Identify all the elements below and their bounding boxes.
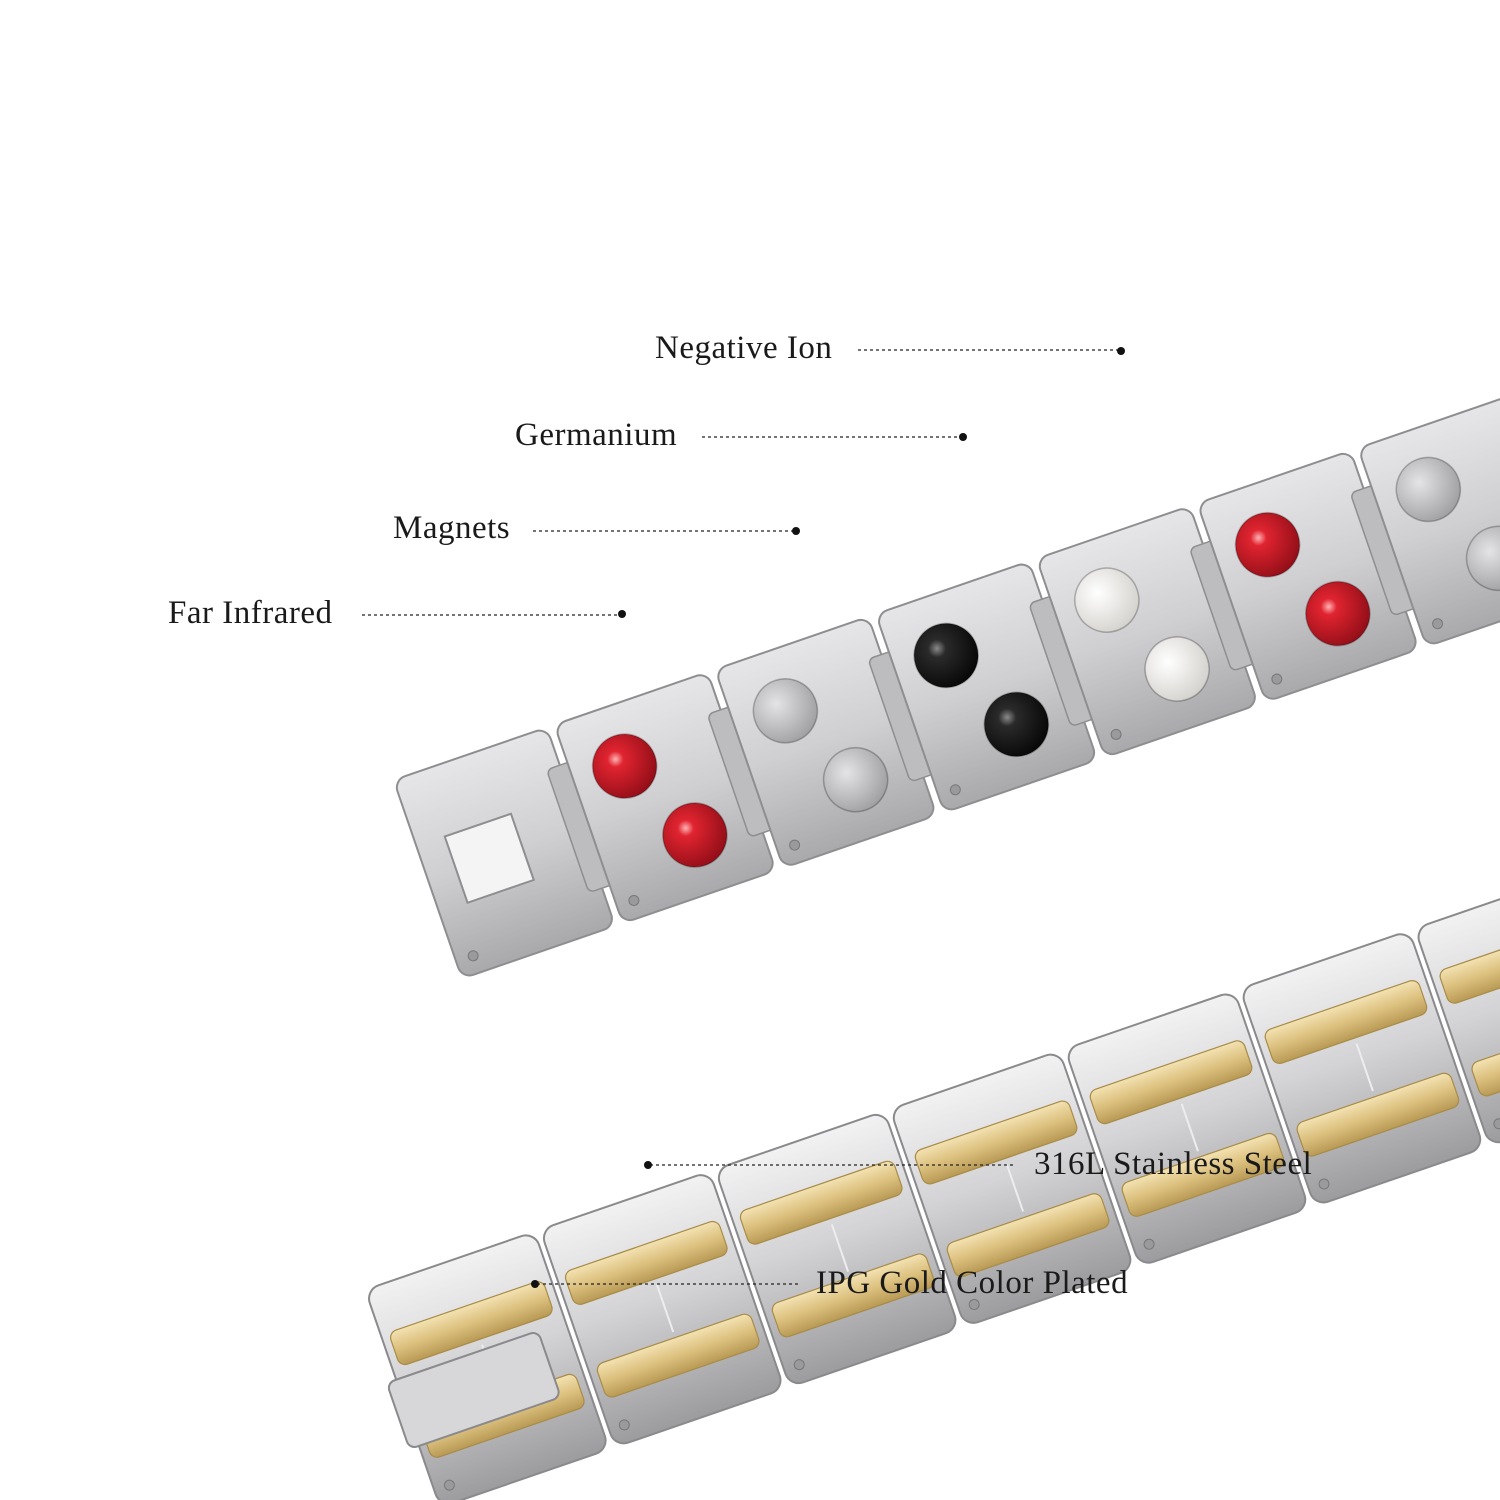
gold-stripe — [1264, 980, 1428, 1064]
pin — [1318, 1178, 1330, 1190]
far-infrared-stone — [1305, 580, 1371, 647]
label-gold-plated: IPG Gold Color Plated — [816, 1265, 1129, 1301]
far-infrared-stone — [662, 802, 728, 868]
pin — [1143, 1238, 1155, 1250]
leader-dot-gold-plated — [531, 1280, 539, 1288]
pin — [968, 1298, 980, 1310]
link-seam — [655, 1284, 675, 1333]
pin — [1110, 728, 1122, 740]
label-stainless-steel: 316L Stainless Steel — [1034, 1146, 1313, 1182]
label-far-infrared: Far Infrared — [168, 595, 333, 631]
link-top — [1360, 397, 1500, 645]
gold-stripe — [1471, 1012, 1500, 1097]
gold-stripe — [739, 1160, 903, 1245]
gold-stripe — [1439, 919, 1500, 1004]
far-infrared-stone — [591, 733, 658, 799]
pin — [1271, 673, 1283, 685]
magnet-stone — [752, 678, 819, 744]
link-seam — [1005, 1163, 1024, 1212]
gold-stripe — [1089, 1040, 1253, 1125]
label-negative-ion: Negative Ion — [655, 330, 833, 366]
negative-ion-stone — [1144, 636, 1210, 702]
gold-stripe — [390, 1281, 553, 1366]
pin — [793, 1359, 805, 1371]
germanium-stone — [913, 622, 979, 689]
gold-stripe — [771, 1253, 935, 1338]
leader-dot-magnets — [792, 527, 800, 535]
gold-stripe — [596, 1313, 760, 1398]
link-seam — [1180, 1103, 1199, 1152]
pin — [443, 1479, 455, 1491]
pin — [467, 950, 479, 962]
fold-clasp — [387, 1332, 560, 1448]
gold-stripe — [1296, 1072, 1460, 1157]
negative-ion-stone — [1074, 567, 1140, 633]
magnet-stone — [1465, 525, 1500, 592]
link-seam — [1355, 1043, 1374, 1092]
leader-dot-germanium — [959, 433, 967, 441]
top-bracelet — [395, 397, 1500, 977]
pin — [949, 784, 961, 796]
label-germanium: Germanium — [515, 417, 678, 453]
label-magnets: Magnets — [393, 510, 511, 546]
leader-dot-negative-ion — [1117, 347, 1125, 355]
leader-dot-stainless-steel — [644, 1161, 652, 1169]
bottom-bracelet — [368, 873, 1500, 1500]
magnet-stone — [822, 746, 889, 813]
pin — [1432, 618, 1444, 630]
pin — [618, 1419, 630, 1431]
clasp-opening — [443, 812, 536, 905]
pin — [1493, 1118, 1500, 1130]
gold-stripe — [1121, 1132, 1285, 1217]
callout-leaders — [362, 347, 1125, 1288]
link-seam — [830, 1224, 850, 1273]
gold-stripe — [946, 1193, 1110, 1278]
germanium-stone — [983, 691, 1050, 758]
pin — [628, 894, 640, 906]
far-infrared-stone — [1234, 512, 1301, 578]
pin — [789, 839, 801, 851]
leader-dot-far-infrared — [618, 610, 626, 618]
magnet-stone — [1395, 456, 1462, 523]
gold-stripe — [914, 1100, 1078, 1185]
